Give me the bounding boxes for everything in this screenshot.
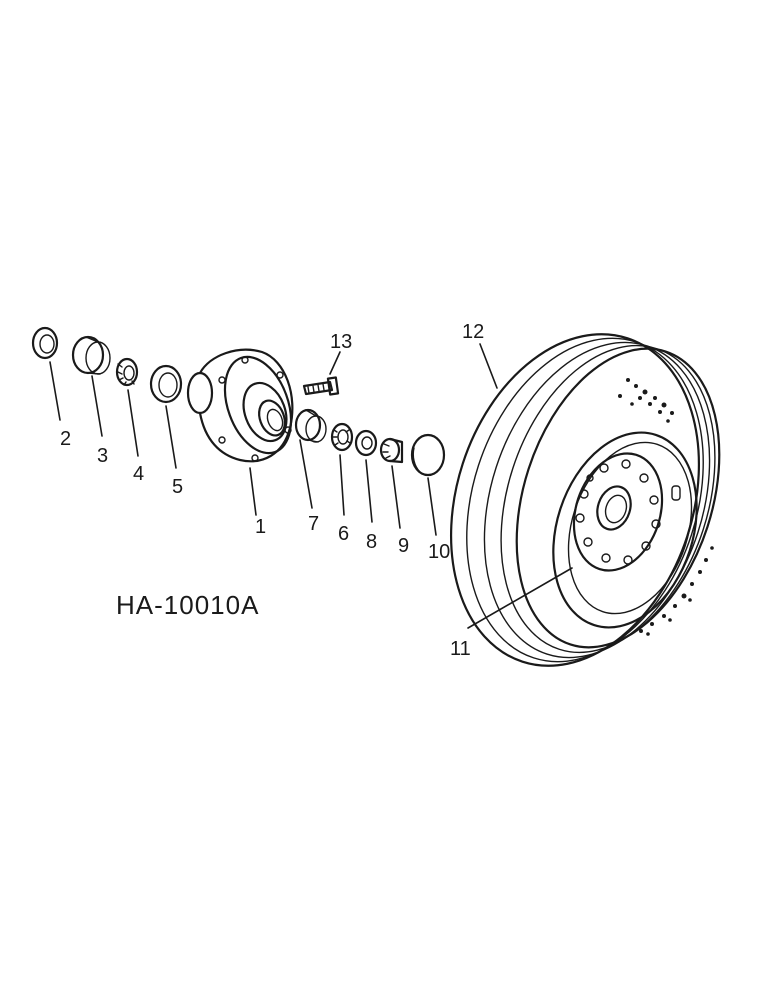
figure-id: HA-10010A [116,590,259,620]
leader-lines [49,343,573,629]
tire-sidewall-lettering [618,378,714,636]
part-washer [354,429,378,457]
callout-3: 3 [97,445,108,467]
callout-5: 5 [172,476,183,498]
callout-7: 7 [308,513,319,535]
part-wheel-rim [552,431,698,629]
callout-9: 9 [398,535,409,557]
part-bearing-cone-outer [115,357,139,387]
part-bearing-cup-inner [149,364,183,404]
callout-11: 11 [450,638,471,660]
callout-1: 1 [255,516,266,538]
callout-labels: 1 2 3 4 5 6 7 8 9 10 11 12 13 [60,321,484,660]
part-bearing-cup-outboard [294,408,327,443]
part-seal [31,326,59,360]
callout-10: 10 [428,541,450,563]
callout-6: 6 [338,523,349,545]
part-bearing-cup-outer [71,335,111,375]
callout-13: 13 [330,331,352,353]
callout-12: 12 [462,321,484,343]
part-castle-nut [379,437,404,464]
part-bearing-cone-outboard [330,422,354,452]
part-bolt [302,376,340,396]
part-hub [186,348,294,463]
callout-8: 8 [366,531,377,553]
callout-2: 2 [60,428,71,450]
callout-4: 4 [133,463,144,485]
part-dust-cap [410,433,446,477]
